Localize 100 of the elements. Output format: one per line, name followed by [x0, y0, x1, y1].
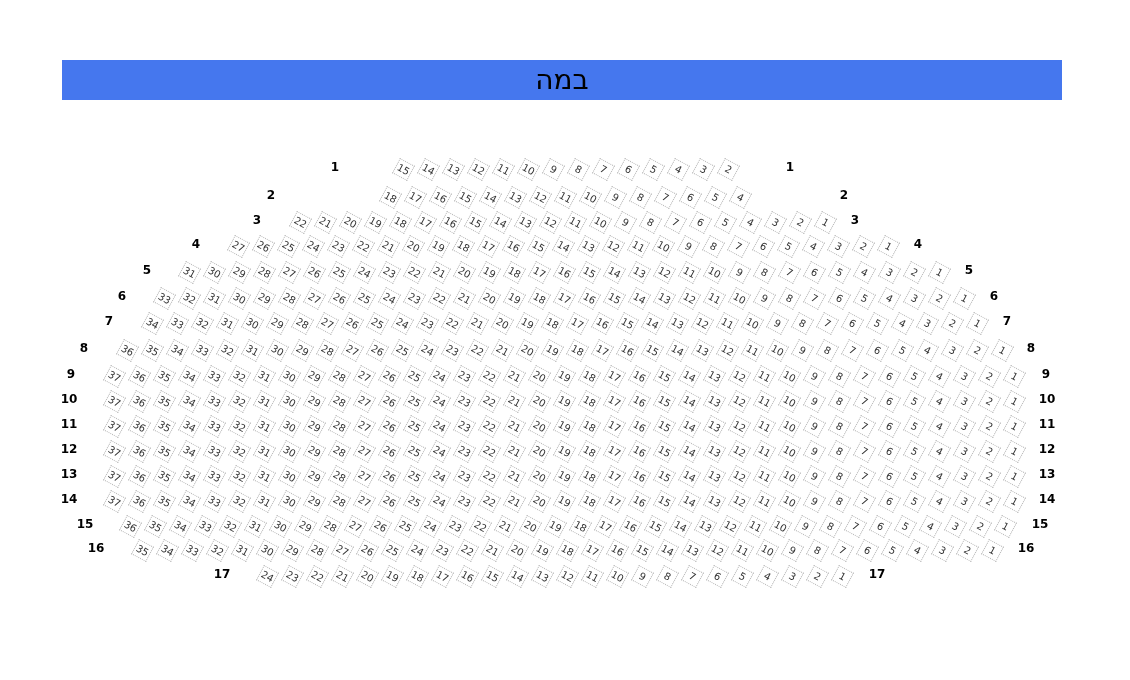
seat: 4 — [877, 286, 901, 310]
seat: 1 — [1002, 489, 1026, 513]
seat: 27 — [277, 260, 301, 284]
seat: 19 — [552, 489, 576, 513]
seat: 29 — [252, 286, 276, 310]
seat: 25 — [402, 364, 426, 388]
seat: 22 — [477, 414, 501, 438]
seat: 27 — [302, 286, 326, 310]
seat: 12 — [528, 185, 552, 209]
seat: 22 — [465, 338, 489, 362]
seat: 20 — [515, 338, 539, 362]
seat: 13 — [665, 311, 689, 335]
seat: 25 — [402, 414, 426, 438]
seat: 20 — [518, 514, 542, 538]
seat: 4 — [927, 414, 951, 438]
seat: 11 — [580, 564, 604, 588]
seat: 2 — [968, 514, 992, 538]
row-number: 17 — [213, 567, 231, 581]
seat: 8 — [638, 210, 662, 234]
seat: 8 — [777, 286, 801, 310]
row-number: 11 — [1038, 417, 1056, 431]
seat: 4 — [801, 234, 825, 258]
seat: 7 — [653, 185, 677, 209]
seat: 33 — [202, 364, 226, 388]
seat: 24 — [405, 538, 429, 562]
seat: 4 — [852, 260, 876, 284]
seat: 2 — [977, 464, 1001, 488]
seat: 16 — [438, 210, 462, 234]
row-number: 7 — [1002, 314, 1012, 328]
seat: 5 — [890, 338, 914, 362]
seat: 27 — [352, 364, 376, 388]
row-number: 15 — [1031, 517, 1049, 531]
seat: 15 — [652, 414, 676, 438]
seat: 25 — [365, 311, 389, 335]
seat: 15 — [480, 564, 504, 588]
seat: 13 — [576, 234, 600, 258]
seat: 15 — [652, 389, 676, 413]
seat: 14 — [488, 210, 512, 234]
seat: 20 — [490, 311, 514, 335]
seat: 14 — [677, 364, 701, 388]
seat: 33 — [202, 464, 226, 488]
seat: 9 — [676, 234, 700, 258]
seat: 12 — [727, 364, 751, 388]
seat: 16 — [455, 564, 479, 588]
seat: 3 — [877, 260, 901, 284]
seat: 5 — [902, 364, 926, 388]
seat: 21 — [502, 414, 526, 438]
seat: 11 — [553, 185, 577, 209]
seat: 16 — [627, 414, 651, 438]
seat: 10 — [516, 157, 540, 181]
seat: 21 — [452, 286, 476, 310]
seat: 34 — [165, 338, 189, 362]
seat: 14 — [677, 489, 701, 513]
seat: 18 — [388, 210, 412, 234]
seat: 13 — [690, 338, 714, 362]
seat: 20 — [527, 389, 551, 413]
seat: 9 — [790, 338, 814, 362]
seat: 12 — [727, 414, 751, 438]
seat: 16 — [605, 538, 629, 562]
stage-band: במה — [62, 60, 1062, 100]
seat: 24 — [427, 389, 451, 413]
seat: 10 — [777, 464, 801, 488]
seat: 24 — [301, 234, 325, 258]
seat: 24 — [352, 260, 376, 284]
seat: 3 — [952, 464, 976, 488]
seat: 7 — [726, 234, 750, 258]
seat: 36 — [127, 489, 151, 513]
seat: 18 — [502, 260, 526, 284]
seat: 13 — [693, 514, 717, 538]
row-number: 14 — [60, 492, 78, 506]
seat: 17 — [602, 414, 626, 438]
seat: 4 — [738, 210, 762, 234]
seat: 5 — [893, 514, 917, 538]
seat: 37 — [102, 414, 126, 438]
seat: 24 — [418, 514, 442, 538]
seat: 14 — [665, 338, 689, 362]
seat: 22 — [477, 389, 501, 413]
seat: 9 — [802, 414, 826, 438]
seat: 23 — [452, 389, 476, 413]
seat: 19 — [552, 364, 576, 388]
seat: 7 — [843, 514, 867, 538]
seat: 23 — [377, 260, 401, 284]
seat: 15 — [453, 185, 477, 209]
seat: 32 — [227, 464, 251, 488]
seat: 35 — [143, 514, 167, 538]
seat: 29 — [302, 439, 326, 463]
seat: 22 — [477, 364, 501, 388]
seat: 8 — [752, 260, 776, 284]
seat: 2 — [902, 260, 926, 284]
seat: 1 — [1002, 464, 1026, 488]
seat: 9 — [802, 439, 826, 463]
seat: 22 — [455, 538, 479, 562]
seat: 14 — [551, 234, 575, 258]
seat: 21 — [502, 389, 526, 413]
seat: 10 — [768, 514, 792, 538]
row-number: 8 — [1026, 341, 1036, 355]
seat: 27 — [340, 338, 364, 362]
seat: 32 — [205, 538, 229, 562]
row-number: 2 — [839, 188, 849, 202]
seat: 8 — [805, 538, 829, 562]
